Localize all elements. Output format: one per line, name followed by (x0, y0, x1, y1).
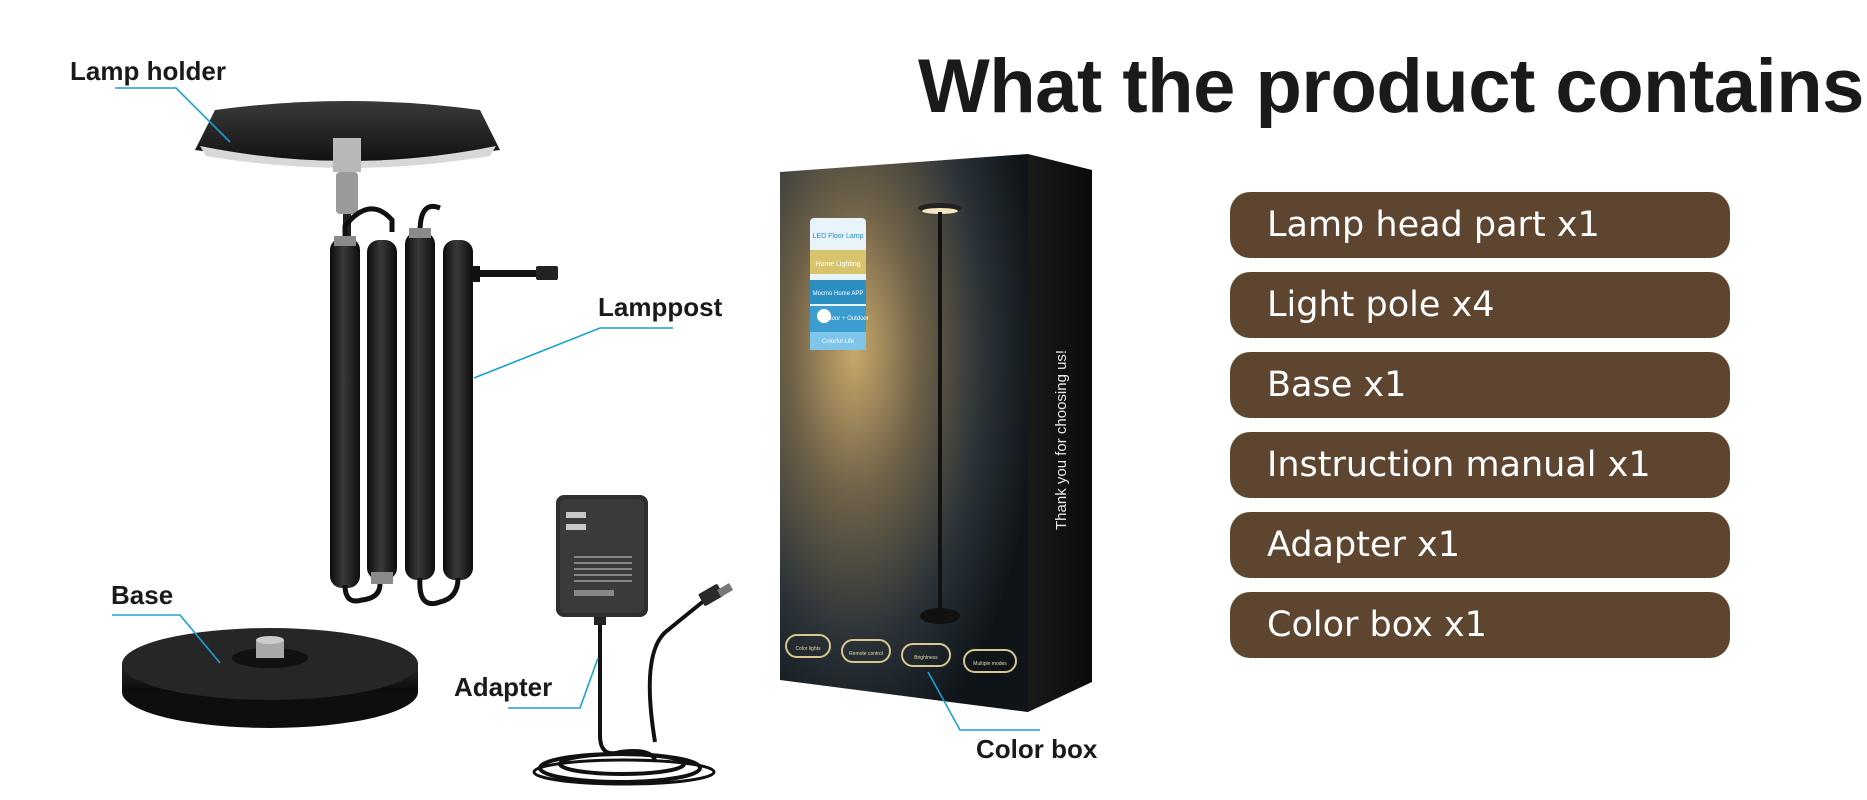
adapter-image (532, 495, 734, 786)
home-icon (817, 309, 831, 323)
list-item: Lamp head part x1 (1230, 192, 1730, 258)
callout-lamp-holder: Lamp holder (70, 56, 227, 86)
contents-list: Lamp head part x1 Light pole x4 Base x1 … (1230, 192, 1730, 672)
box-badge: Multiple modes (973, 661, 1007, 667)
list-item: Color box x1 (1230, 592, 1730, 658)
callout-adapter: Adapter (454, 672, 553, 702)
box-menu-item: Indoor + Outdoor (823, 316, 869, 322)
box-badge: Remote control (849, 651, 883, 657)
list-item: Instruction manual x1 (1230, 432, 1730, 498)
box-menu-item: Home Lighting (815, 261, 860, 268)
list-item: Base x1 (1230, 352, 1730, 418)
lamp-holder-image (195, 101, 500, 242)
page-title: What the product contains (918, 44, 1864, 129)
box-badge: Brightness (914, 655, 938, 661)
base-image (122, 628, 418, 728)
box-menu-item: Colorful Life (822, 339, 855, 345)
callout-color-box: Color box (976, 734, 1098, 764)
callout-base: Base (111, 580, 174, 610)
box-side-text: Thank you for choosing us! (1053, 350, 1070, 530)
box-badge: Color lights (795, 646, 821, 652)
box-menu-item: Mocmo Home APP (813, 291, 864, 297)
box-menu-item: LED Floor Lamp (813, 233, 864, 240)
callout-lamppost: Lamppost (598, 292, 723, 322)
color-box-image: LED Floor Lamp Home Lighting Mocmo Home … (780, 154, 1092, 712)
callout-lines (112, 87, 1040, 731)
lamppost-image (330, 204, 558, 606)
list-item: Adapter x1 (1230, 512, 1730, 578)
list-item: Light pole x4 (1230, 272, 1730, 338)
